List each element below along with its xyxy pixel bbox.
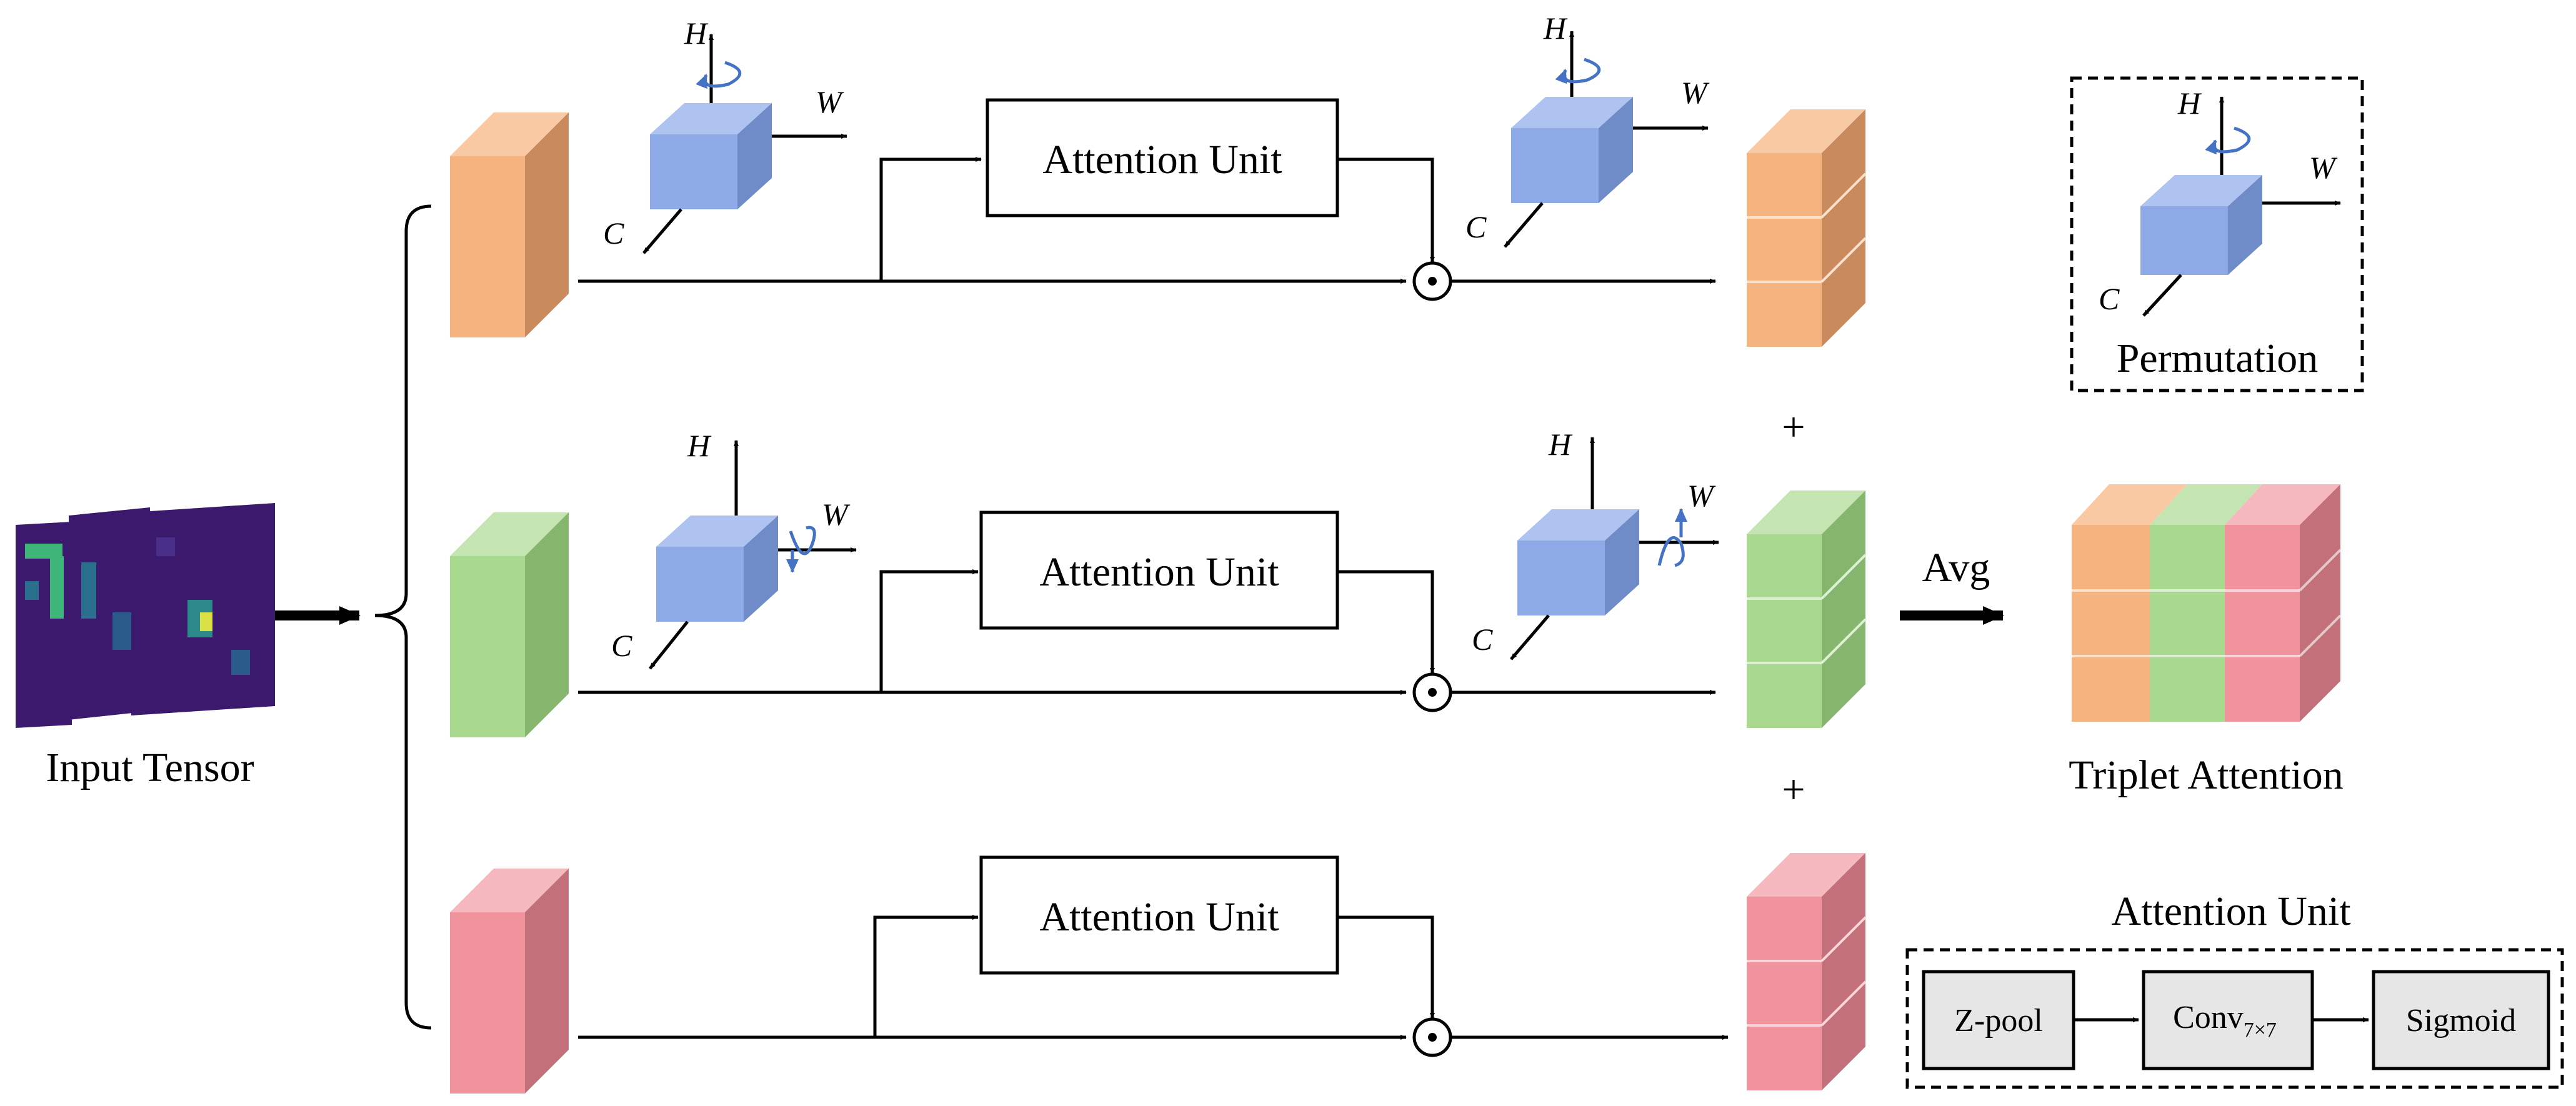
legend-rotation-icon bbox=[2205, 126, 2251, 155]
branch-2-output-block bbox=[1747, 491, 1867, 728]
svg-text:C: C bbox=[2099, 281, 2120, 316]
conv-box bbox=[2142, 970, 2314, 1070]
svg-text:W: W bbox=[2309, 150, 2338, 185]
branch-2-input-block bbox=[450, 512, 569, 737]
branch-1-inverse-rotation-icon bbox=[1555, 57, 1601, 84]
branch-3-attention-label: Attention Unit bbox=[1039, 894, 1279, 940]
svg-text:C: C bbox=[1465, 209, 1487, 244]
conv-label: Conv7×7 bbox=[2173, 1000, 2277, 1042]
branch-1-c-label: C bbox=[603, 216, 624, 251]
branch-3-input-block bbox=[450, 869, 569, 1094]
avg-label: Avg bbox=[1922, 545, 1990, 590]
plus-sign-2: + bbox=[1782, 767, 1805, 812]
branch-2-rotation-icon bbox=[789, 526, 816, 555]
branch-3-skip-line bbox=[873, 915, 979, 1037]
legend-permutation-label: Permutation bbox=[2117, 336, 2319, 381]
input-slice-2 bbox=[69, 507, 150, 720]
legend-attention-title: Attention Unit bbox=[2111, 889, 2350, 934]
sigmoid-box bbox=[2372, 970, 2550, 1070]
branch-1-attention-out-line bbox=[1337, 157, 1435, 263]
branch-2: H W C Attention Unit H W C bbox=[450, 427, 1867, 737]
svg-text:H: H bbox=[2177, 86, 2202, 121]
svg-text:W: W bbox=[1681, 75, 1710, 110]
input-slice-1 bbox=[16, 522, 72, 728]
branch-1-input-block bbox=[450, 112, 569, 337]
branch-1-w-label: W bbox=[816, 84, 844, 119]
branch-1-output-block bbox=[1747, 109, 1867, 347]
svg-text:C: C bbox=[1472, 622, 1493, 657]
branch-1-h-label: H bbox=[684, 16, 709, 51]
sigmoid-label: Sigmoid bbox=[2406, 1003, 2516, 1039]
branch-1-c-axis bbox=[642, 208, 682, 254]
branch-1-attention-label: Attention Unit bbox=[1042, 137, 1282, 182]
branch-1-skip-line bbox=[879, 157, 982, 281]
plus-sign-1: + bbox=[1782, 404, 1805, 450]
branch-3: Attention Unit bbox=[450, 853, 1867, 1094]
branch-2-permute-cube-out: H W C bbox=[1472, 427, 1719, 660]
svg-text:C: C bbox=[611, 628, 632, 663]
svg-text:W: W bbox=[822, 497, 851, 532]
legend-permutation: H W C Permutation bbox=[2070, 76, 2364, 392]
branch-1: H W C Attention Unit H W C bbox=[450, 11, 1867, 347]
branch-3-attention-unit bbox=[979, 855, 1339, 975]
triplet-attention-label: Triplet Attention bbox=[2069, 752, 2343, 798]
svg-text:H: H bbox=[1543, 11, 1568, 46]
zpool-box bbox=[1922, 970, 2075, 1070]
svg-text:H: H bbox=[1548, 427, 1573, 462]
branch-2-inverse-rotation-icon bbox=[1657, 536, 1685, 567]
branch-2-permute-cube-in: H W C bbox=[611, 428, 857, 670]
input-tensor: Input Tensor bbox=[16, 503, 275, 790]
branch-3-output-block bbox=[1747, 853, 1867, 1090]
branch-1-permute-cube-in: H W C bbox=[603, 16, 847, 254]
branch-1-rotation-icon bbox=[696, 61, 742, 89]
svg-text:W: W bbox=[1687, 478, 1716, 513]
branch-2-skip-line bbox=[879, 569, 979, 692]
input-slice-3 bbox=[131, 503, 275, 715]
branch-2-attention-unit bbox=[979, 511, 1339, 630]
branch-brace bbox=[374, 204, 432, 1030]
zpool-label: Z-pool bbox=[1954, 1003, 2043, 1039]
input-tensor-label: Input Tensor bbox=[46, 745, 254, 790]
branch-1-permute-cube-out: H W C bbox=[1465, 11, 1710, 248]
branch-1-attention-unit bbox=[986, 98, 1339, 217]
triplet-attention-output: Triplet Attention bbox=[2069, 484, 2344, 798]
branch-2-attention-label: Attention Unit bbox=[1039, 549, 1279, 595]
svg-text:H: H bbox=[687, 428, 712, 463]
legend-attention-unit: Attention Unit Z-pool Conv7×7 Sigmoid bbox=[1905, 889, 2564, 1089]
